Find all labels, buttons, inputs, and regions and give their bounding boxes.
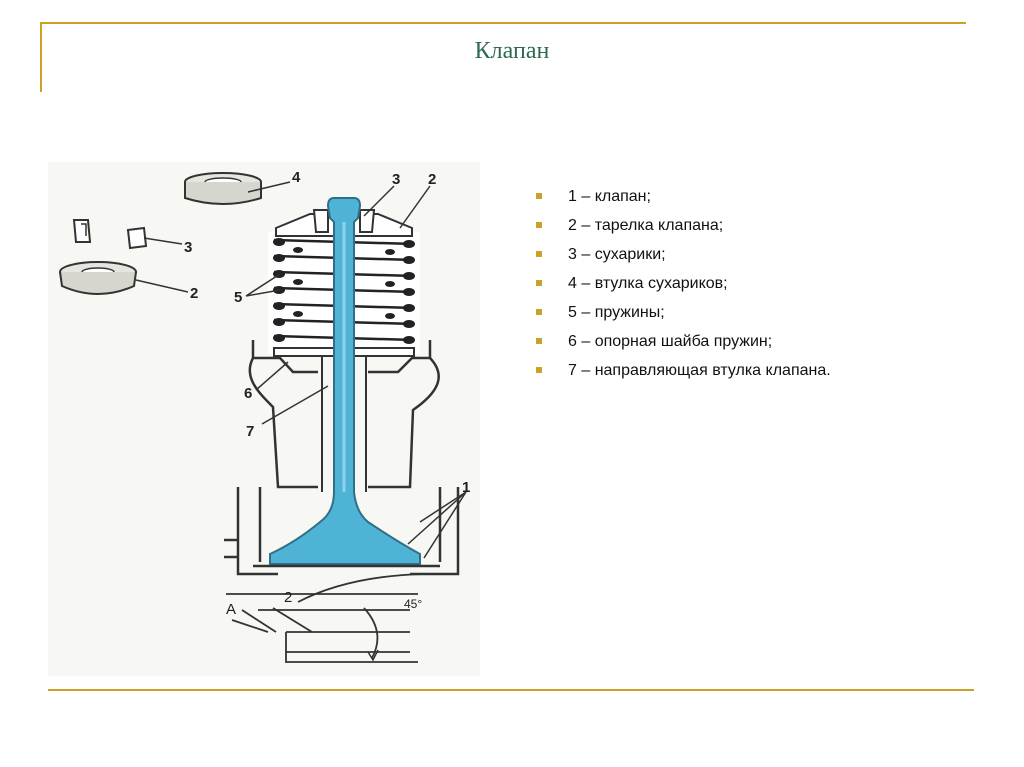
callout-leaders xyxy=(135,181,467,559)
callout-label: 6 xyxy=(244,385,252,402)
legend-item-text: 1 – клапан; xyxy=(568,188,651,205)
legend-item-text: 4 – втулка сухариков; xyxy=(568,275,728,292)
legend-item: 4 – втулка сухариков; xyxy=(536,269,831,298)
callout-label: 45° xyxy=(404,597,422,611)
callout-label: 2 xyxy=(190,285,198,302)
seat-detail xyxy=(226,573,425,663)
bottom-rule xyxy=(48,689,974,691)
legend-item-text: 2 – тарелка клапана; xyxy=(568,217,724,234)
legend-item: 2 – тарелка клапана; xyxy=(536,211,831,240)
head-housing xyxy=(224,340,460,576)
slide-title: Клапан xyxy=(474,38,550,64)
bullet-icon xyxy=(536,280,542,286)
legend-item: 3 – сухарики; xyxy=(536,240,831,269)
bullet-icon xyxy=(536,193,542,199)
part-retainer-2 xyxy=(59,261,137,295)
bullet-icon xyxy=(536,222,542,228)
callout-label: 3 xyxy=(184,239,192,256)
bullet-icon xyxy=(536,367,542,373)
part-cup-4 xyxy=(184,172,262,205)
legend-item: 6 – опорная шайба пружин; xyxy=(536,327,831,356)
bullet-icon xyxy=(536,309,542,315)
legend-item-text: 5 – пружины; xyxy=(568,304,665,321)
callout-label: 1 xyxy=(462,479,470,496)
callout-label: 2 xyxy=(428,171,436,188)
legend-item: 7 – направляющая втулка клапана. xyxy=(536,356,831,385)
left-rule xyxy=(40,22,42,92)
top-rule xyxy=(40,22,966,24)
legend-item-text: 7 – направляющая втулка клапана. xyxy=(568,362,831,379)
bullet-icon xyxy=(536,338,542,344)
bullet-icon xyxy=(536,251,542,257)
callout-label: 3 xyxy=(392,171,400,188)
part-keepers-3 xyxy=(72,219,148,250)
callout-label: A xyxy=(226,601,236,618)
legend-item-text: 6 – опорная шайба пружин; xyxy=(568,333,773,350)
callout-label: 2 xyxy=(284,589,292,606)
callout-label: 7 xyxy=(246,423,254,440)
legend-list: 1 – клапан; 2 – тарелка клапана; 3 – сух… xyxy=(536,182,831,385)
callout-label: 5 xyxy=(234,289,242,306)
legend-item: 1 – клапан; xyxy=(536,182,831,211)
callout-label: 4 xyxy=(292,169,301,186)
legend-item-text: 3 – сухарики; xyxy=(568,246,666,263)
legend-item: 5 – пружины; xyxy=(536,298,831,327)
valve-diagram: 4 3 2 3 2 5 6 7 1 A 2 45° xyxy=(48,162,480,676)
exploded-parts xyxy=(59,172,262,295)
